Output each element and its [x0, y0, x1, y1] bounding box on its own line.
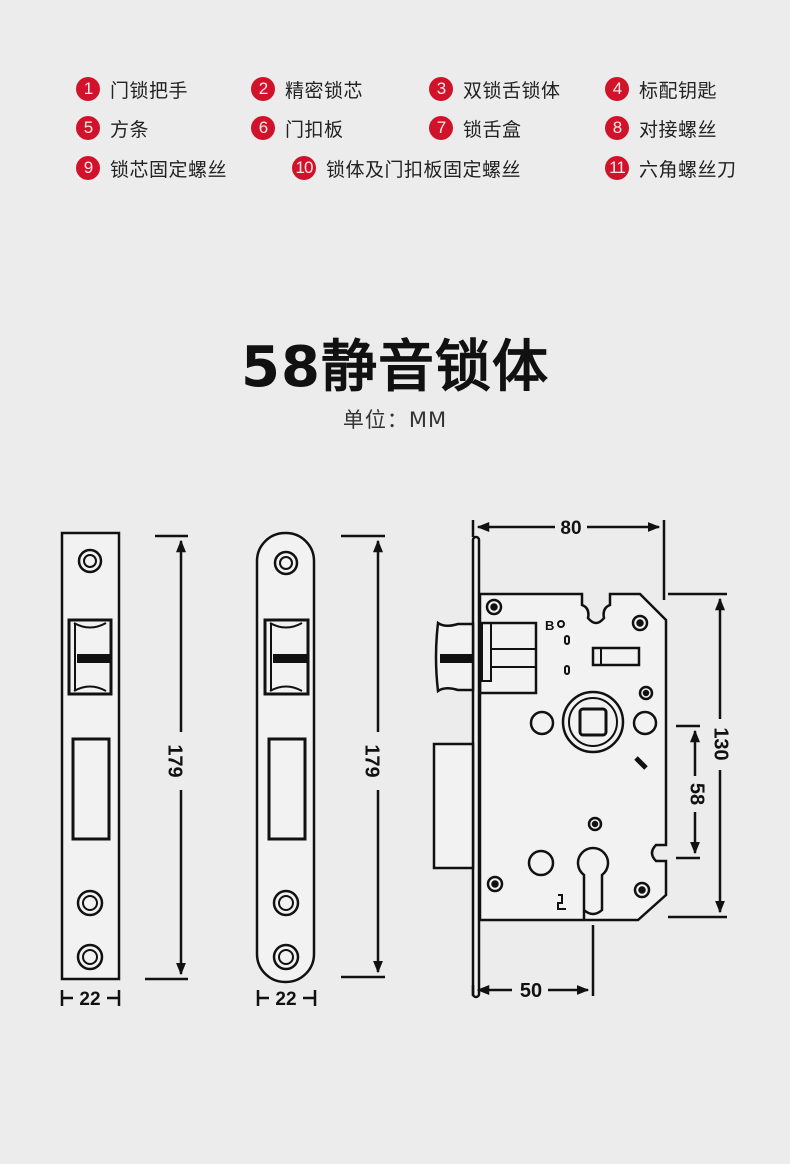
- product-title: 58静音锁体: [241, 335, 549, 400]
- screw-hole-icon: [76, 889, 104, 917]
- part-item-7: 7 锁舌盒: [429, 115, 522, 141]
- dimension-width-2: [256, 990, 317, 1006]
- dimension-center-distance: [676, 724, 700, 860]
- dim-label-width: 22: [275, 989, 296, 1010]
- dimension-backset: [471, 925, 595, 996]
- part-label: 锁芯固定螺丝: [110, 158, 228, 181]
- number-badge: 7: [429, 116, 453, 140]
- svg-text:B: B: [545, 618, 554, 633]
- part-item-6: 6 门扣板: [251, 115, 344, 141]
- spindle-hub: [561, 690, 625, 754]
- part-label: 精密锁芯: [285, 79, 364, 102]
- hole: [529, 710, 555, 736]
- deadbolt-opening: [71, 737, 111, 841]
- dimension-body-width: [471, 520, 666, 600]
- lock-body: B: [432, 535, 668, 999]
- part-label: 门扣板: [285, 118, 344, 141]
- number-badge: 4: [605, 77, 629, 101]
- deadbolt: [432, 742, 475, 870]
- number-badge: 6: [251, 116, 275, 140]
- dim-label-height: 179: [361, 744, 383, 777]
- dim-label-center-distance: 58: [686, 783, 708, 805]
- screw-icon: [485, 598, 503, 616]
- lock-technical-drawing: 179 22 179 22: [60, 518, 732, 1010]
- dimension-height-2: [341, 534, 385, 979]
- screw-icon: [633, 881, 651, 899]
- screw-icon: [587, 816, 603, 832]
- faceplate-square: [60, 531, 121, 981]
- screw-icon: [631, 614, 649, 632]
- screw-hole-icon: [273, 550, 299, 576]
- slot: [591, 646, 641, 667]
- number-badge: 1: [76, 77, 100, 101]
- lock-case: [478, 592, 668, 922]
- dimension-height-1: [145, 534, 188, 981]
- part-label: 对接螺丝: [639, 118, 718, 141]
- dim-label-height: 130: [710, 727, 732, 760]
- latch-housing: [478, 621, 538, 695]
- parts-list: 1 门锁把手 2 精密锁芯 3 双锁舌锁体 4 标配钥匙 5 方条 6 门扣板 …: [0, 0, 790, 220]
- number-badge: 3: [429, 77, 453, 101]
- euro-cylinder-hole: [576, 846, 610, 920]
- dim-label-backset: 50: [520, 980, 542, 1002]
- screw-hole-icon: [77, 548, 103, 574]
- part-label: 方条: [110, 118, 150, 141]
- number-badge: 8: [605, 116, 629, 140]
- screw-icon: [638, 685, 654, 701]
- dimension-width-1: [60, 990, 121, 1006]
- number-badge: 9: [76, 156, 100, 180]
- hole: [632, 710, 658, 736]
- part-item-10: 10 锁体及门扣板固定螺丝: [292, 155, 521, 181]
- hole: [527, 849, 555, 877]
- dim-label-width: 80: [560, 518, 581, 539]
- screw-hole-icon: [76, 943, 104, 971]
- part-label: 标配钥匙: [639, 79, 718, 102]
- part-item-1: 1 门锁把手: [76, 76, 188, 102]
- deadbolt-opening: [267, 737, 307, 841]
- screw-hole-icon: [272, 943, 300, 971]
- number-badge: 10: [292, 156, 316, 180]
- part-item-8: 8 对接螺丝: [605, 115, 717, 141]
- latch-opening: [263, 618, 310, 696]
- number-badge: 2: [251, 77, 275, 101]
- latch-opening: [67, 618, 113, 696]
- dim-label-width: 22: [79, 989, 100, 1010]
- part-item-11: 11 六角螺丝刀: [605, 155, 737, 181]
- part-item-3: 3 双锁舌锁体: [429, 76, 561, 102]
- notch: [557, 894, 566, 910]
- dimension-body-height: [668, 592, 727, 919]
- part-label: 门锁把手: [110, 79, 189, 102]
- number-badge: 5: [76, 116, 100, 140]
- unit-label: 单位：MM: [342, 408, 448, 432]
- part-item-9: 9 锁芯固定螺丝: [76, 155, 227, 181]
- dim-label-height: 179: [164, 744, 186, 777]
- screw-icon: [486, 875, 504, 893]
- part-item-5: 5 方条: [76, 115, 149, 141]
- part-item-2: 2 精密锁芯: [251, 76, 363, 102]
- faceplate-round: [255, 531, 316, 984]
- part-label: 锁舌盒: [463, 118, 522, 141]
- part-label: 六角螺丝刀: [639, 158, 737, 181]
- part-label: 锁体及门扣板固定螺丝: [326, 158, 522, 181]
- screw-hole-icon: [272, 889, 300, 917]
- slot-small: [634, 756, 648, 770]
- number-badge: 11: [605, 156, 629, 180]
- part-item-4: 4 标配钥匙: [605, 76, 717, 102]
- part-label: 双锁舌锁体: [463, 79, 561, 102]
